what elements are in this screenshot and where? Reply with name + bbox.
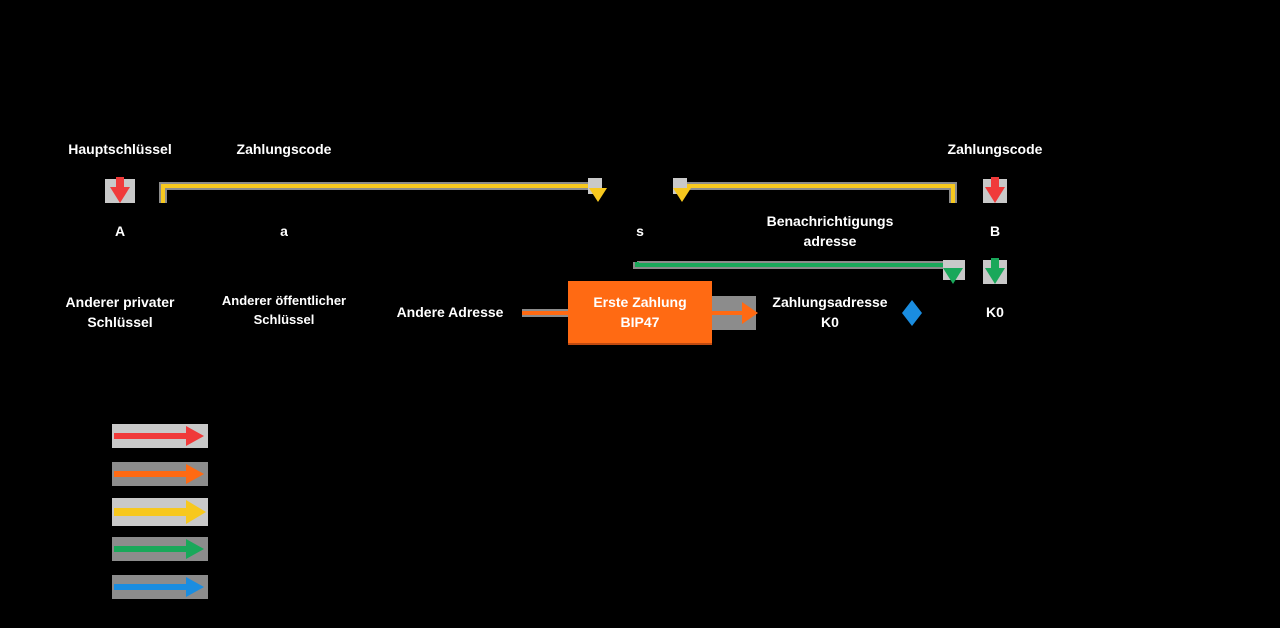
label-zahlungscode-right: Zahlungscode xyxy=(947,141,1043,157)
legend-arrow-yellow xyxy=(112,498,208,526)
legend-arrow-orange xyxy=(112,462,208,486)
label-benachrichtigung-1: Benachrichtigungs xyxy=(766,213,894,229)
green-connector xyxy=(633,260,965,284)
label-anderer-privater-1: Anderer privater xyxy=(65,294,175,310)
red-arrow-b xyxy=(983,177,1007,203)
process-box-fill xyxy=(568,281,712,343)
orange-arrow-out xyxy=(712,296,758,330)
label-anderer-privater-2: Schlüssel xyxy=(87,314,153,330)
legend-arrow-green xyxy=(112,537,208,561)
label-a-upper: A xyxy=(114,223,126,239)
red-arrow-a xyxy=(105,177,135,203)
legend-arrow-red xyxy=(112,424,208,448)
label-zahlungscode-left: Zahlungscode xyxy=(236,141,332,157)
process-box: Erste Zahlung BIP47 xyxy=(568,281,712,345)
label-zahlungsadresse-2: K0 xyxy=(821,314,839,330)
blue-arrow xyxy=(902,300,922,326)
label-anderer-oeffentlicher-2: Schlüssel xyxy=(253,312,315,327)
label-anderer-oeffentlicher-1: Anderer öffentlicher xyxy=(221,293,347,308)
process-box-line2: BIP47 xyxy=(620,314,660,330)
yellow-arrowhead-right xyxy=(673,188,691,202)
legend-arrow-blue xyxy=(112,575,208,599)
green-arrowhead-main xyxy=(943,268,963,284)
label-hauptschluessel: Hauptschlüssel xyxy=(68,141,172,157)
label-s: s xyxy=(636,223,644,239)
label-a-lower: a xyxy=(280,223,288,239)
label-andere-adresse: Andere Adresse xyxy=(396,304,504,320)
label-zahlungsadresse-1: Zahlungsadresse xyxy=(772,294,888,310)
yellow-connector-left xyxy=(159,178,607,203)
process-box-line1: Erste Zahlung xyxy=(593,294,687,310)
label-benachrichtigung-2: adresse xyxy=(803,233,857,249)
green-arrow-b xyxy=(983,258,1007,284)
yellow-connector-right xyxy=(673,178,957,203)
yellow-arrowhead-left xyxy=(589,188,607,202)
label-k0-right: K0 xyxy=(986,304,1004,320)
label-b-upper: B xyxy=(989,223,1001,239)
